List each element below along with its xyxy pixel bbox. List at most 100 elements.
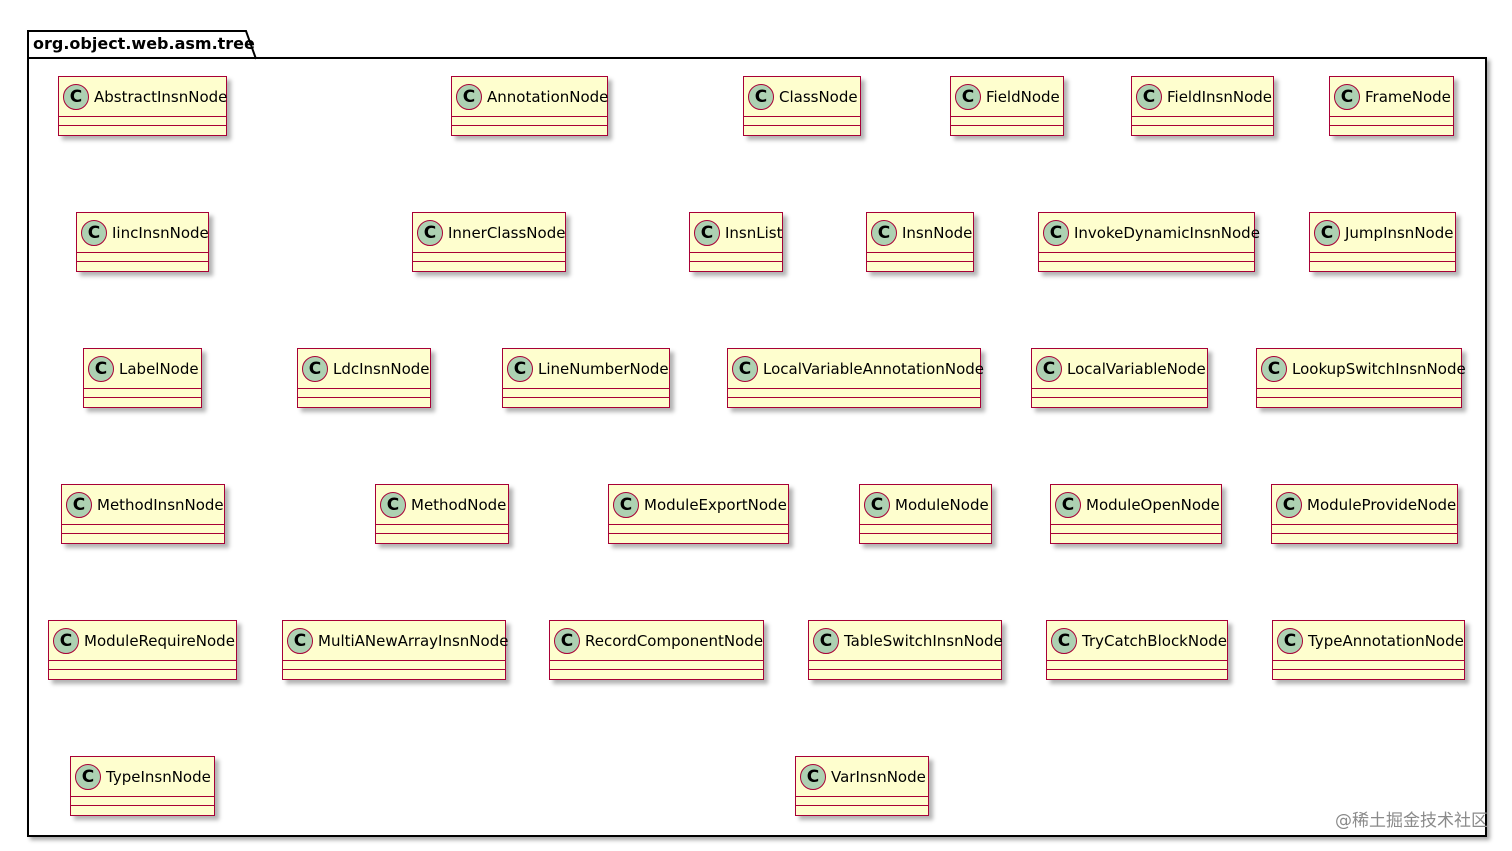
class-name: AnnotationNode [487,87,609,106]
class-icon: C [507,355,533,382]
class-fields-compartment [413,253,565,262]
class-box: C InsnNode [866,212,974,272]
class-icon: C [456,83,482,110]
class-name: ModuleRequireNode [84,631,235,650]
class-header: C TableSwitchInsnNode [809,621,1003,661]
package-body [27,57,1487,837]
class-name: InnerClassNode [448,223,566,242]
class-header: C AnnotationNode [452,77,609,117]
class-name: JumpInsnNode [1345,223,1454,242]
class-fields-compartment [71,797,214,806]
class-name: TypeInsnNode [106,767,211,786]
class-fields-compartment [796,797,928,806]
package-name: org.object.web.asm.tree [33,34,255,53]
class-box: C MultiANewArrayInsnNode [282,620,509,680]
class-box: C ClassNode [743,76,861,136]
class-fields-compartment [728,389,980,398]
class-fields-compartment [1257,389,1461,398]
class-name: MethodInsnNode [97,495,224,514]
class-icon: C [88,355,114,382]
class-icon: C [813,627,839,654]
class-header: C IincInsnNode [77,213,209,253]
class-name: TableSwitchInsnNode [844,631,1003,650]
class-icon: C [417,219,443,246]
class-icon: C [955,83,981,110]
class-fields-compartment [690,253,782,262]
class-name: IincInsnNode [112,223,209,242]
class-name: MultiANewArrayInsnNode [318,631,509,650]
class-fields-compartment [62,525,224,534]
class-box: C JumpInsnNode [1309,212,1456,272]
class-icon: C [81,219,107,246]
package-tab-outline [27,30,257,60]
class-header: C FieldNode [951,77,1063,117]
class-name: InsnList [725,223,783,242]
class-fields-compartment [59,117,226,126]
class-box: C FieldNode [950,76,1064,136]
class-box: C LabelNode [83,348,202,408]
class-header: C MultiANewArrayInsnNode [283,621,509,661]
class-name: ModuleExportNode [644,495,787,514]
class-fields-compartment [867,253,973,262]
class-icon: C [1051,627,1077,654]
class-box: C InnerClassNode [412,212,566,272]
class-name: VarInsnNode [831,767,926,786]
class-icon: C [1276,491,1302,518]
class-icon: C [1314,219,1340,246]
class-name: FieldNode [986,87,1060,106]
class-icon: C [302,355,328,382]
class-fields-compartment [283,661,505,670]
class-name: ClassNode [779,87,858,106]
class-icon: C [63,83,89,110]
class-header: C ClassNode [744,77,860,117]
class-icon: C [75,763,101,790]
class-icon: C [871,219,897,246]
class-icon: C [1277,627,1303,654]
class-fields-compartment [1047,661,1227,670]
class-fields-compartment [809,661,1001,670]
class-icon: C [748,83,774,110]
class-icon: C [287,627,313,654]
class-header: C InsnNode [867,213,973,253]
class-icon: C [1334,83,1360,110]
class-fields-compartment [951,117,1063,126]
class-icon: C [732,355,758,382]
class-name: FieldInsnNode [1167,87,1273,106]
class-icon: C [1043,219,1069,246]
class-header: C JumpInsnNode [1310,213,1455,253]
class-name: TryCatchBlockNode [1082,631,1228,650]
class-box: C ModuleRequireNode [48,620,237,680]
class-header: C TypeInsnNode [71,757,214,797]
class-fields-compartment [744,117,860,126]
class-icon: C [1261,355,1287,382]
class-name: LabelNode [119,359,199,378]
class-icon: C [53,627,79,654]
watermark: @稀土掘金技术社区 [1335,811,1488,831]
class-name: InsnNode [902,223,973,242]
class-icon: C [800,763,826,790]
class-fields-compartment [1132,117,1273,126]
